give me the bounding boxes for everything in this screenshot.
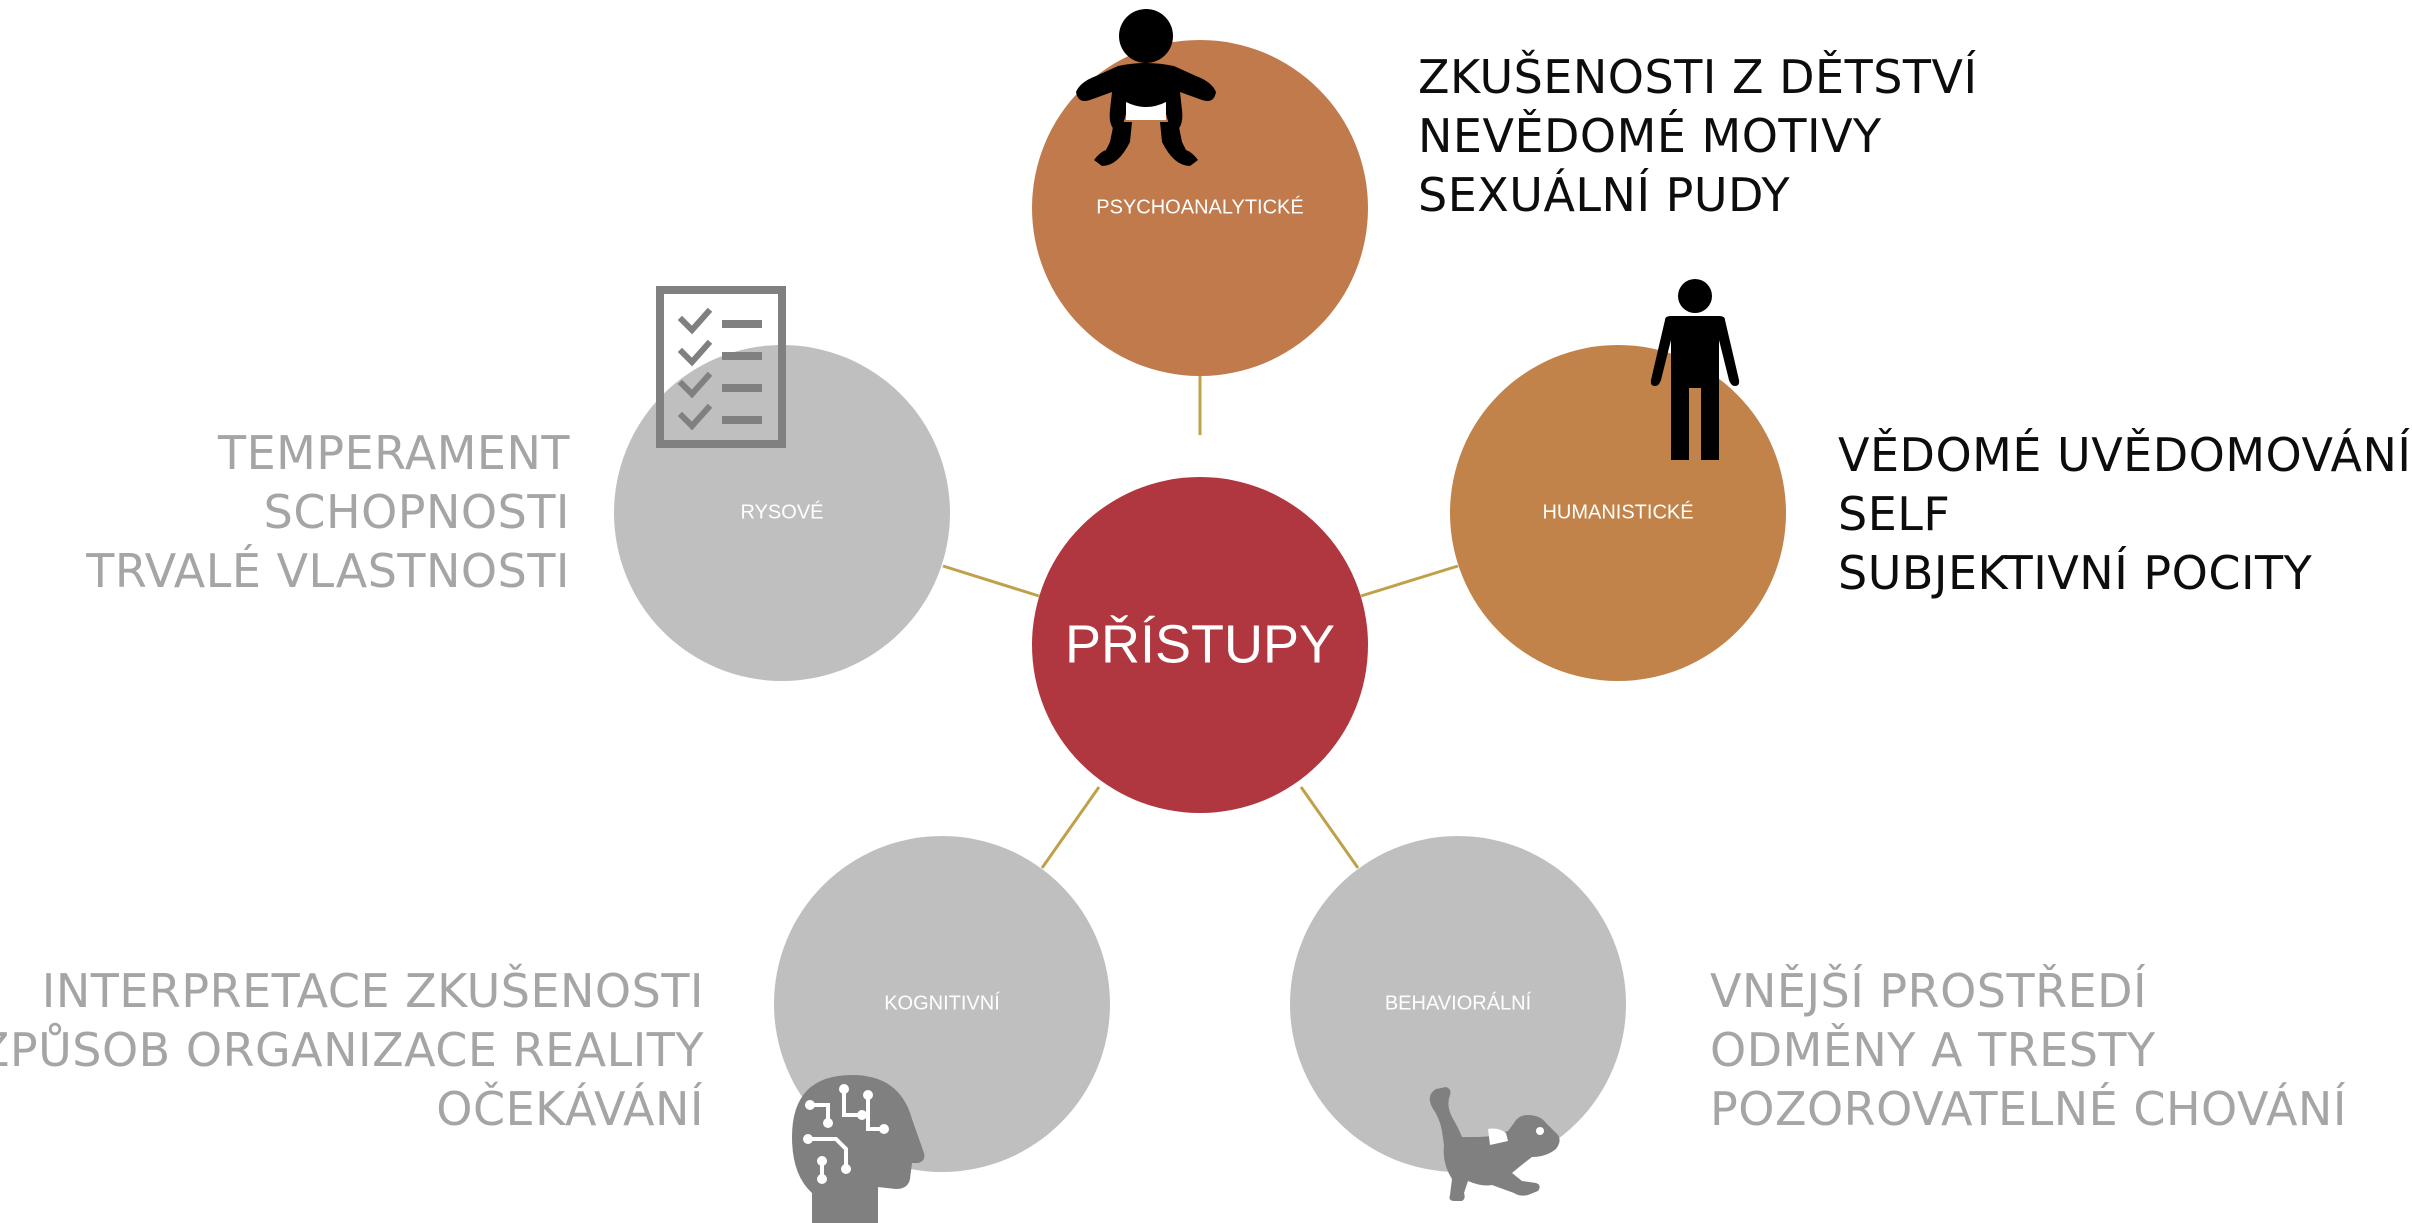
behavioral-label: BEHAVIORÁLNÍ	[1385, 991, 1532, 1014]
trait-desc-line: TEMPERAMENT	[218, 426, 570, 480]
behavioral-description: VNĚJŠÍ PROSTŘEDÍ ODMĚNY A TRESTY POZOROV…	[1710, 962, 2347, 1139]
psychoanalytic-label: PSYCHOANALYTICKÉ	[1096, 195, 1303, 218]
psychoanalytic-desc-line: SEXUÁLNÍ PUDY	[1418, 168, 1791, 222]
trait-desc-line: SCHOPNOSTI	[263, 485, 570, 539]
humanistic-desc-line: VĚDOMÉ UVĚDOMOVÁNÍ	[1838, 428, 2412, 482]
cognitive-desc-line: OČEKÁVÁNÍ	[436, 1082, 704, 1136]
center-circle[interactable]	[1032, 477, 1368, 813]
checklist-icon	[656, 286, 786, 448]
center-label: PŘÍSTUPY	[1065, 614, 1335, 674]
connector-cognitive	[1040, 786, 1101, 869]
behavioral-desc-line: VNĚJŠÍ PROSTŘEDÍ	[1710, 964, 2148, 1018]
humanistic-desc-line: SELF	[1838, 487, 1951, 541]
dog-icon	[1429, 1087, 1560, 1201]
humanistic-label: HUMANISTICKÉ	[1542, 500, 1693, 523]
cognitive-label: KOGNITIVNÍ	[884, 991, 1000, 1014]
trait-description: TEMPERAMENT SCHOPNOSTI TRVALÉ VLASTNOSTI	[86, 424, 570, 601]
trait-circle[interactable]	[614, 345, 950, 681]
cognitive-desc-line: INTERPRETACE ZKUŠENOSTI	[41, 964, 704, 1018]
connector-behavioral	[1299, 786, 1360, 869]
psychoanalytic-desc-line: ZKUŠENOSTI Z DĚTSTVÍ	[1418, 50, 1978, 104]
trait-desc-line: TRVALÉ VLASTNOSTI	[86, 544, 570, 598]
behavioral-desc-line: POZOROVATELNÉ CHOVÁNÍ	[1710, 1082, 2347, 1136]
humanistic-desc-line: SUBJEKTIVNÍ POCITY	[1838, 546, 2313, 600]
connector-humanistic	[1360, 564, 1459, 598]
baby-icon	[1076, 9, 1216, 166]
psychoanalytic-desc-line: NEVĚDOMÉ MOTIVY	[1418, 109, 1882, 163]
psychoanalytic-description: ZKUŠENOSTI Z DĚTSTVÍ NEVĚDOMÉ MOTIVY SEX…	[1418, 48, 1978, 225]
cognitive-description: INTERPRETACE ZKUŠENOSTI ZPŮSOB ORGANIZAC…	[0, 962, 704, 1139]
humanistic-description: VĚDOMÉ UVĚDOMOVÁNÍ SELF SUBJEKTIVNÍ POCI…	[1838, 426, 2411, 603]
connectors	[942, 376, 1459, 869]
brain-circuit-icon	[792, 1075, 925, 1223]
person-icon	[1650, 279, 1740, 460]
trait-label: RYSOVÉ	[741, 500, 824, 523]
connector-trait	[942, 564, 1040, 598]
cognitive-desc-line: ZPŮSOB ORGANIZACE REALITY	[0, 1023, 704, 1077]
behavioral-circle[interactable]	[1290, 836, 1626, 1172]
behavioral-desc-line: ODMĚNY A TRESTY	[1710, 1023, 2156, 1077]
